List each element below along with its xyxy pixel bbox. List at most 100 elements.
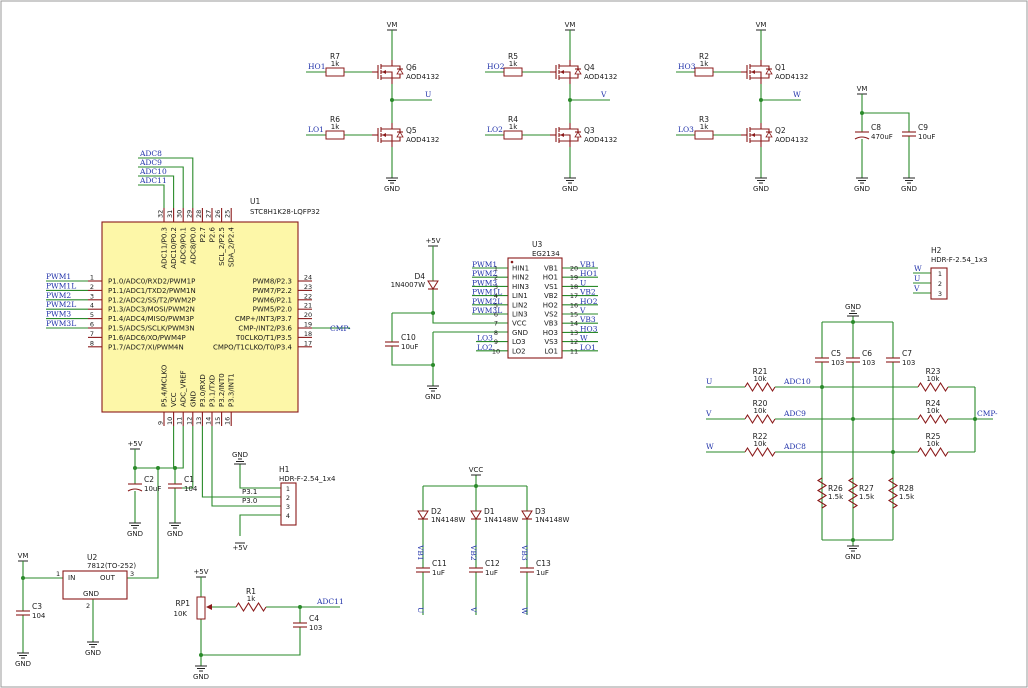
capacitor-ref: C8 (871, 123, 881, 132)
junction-dot (820, 385, 824, 389)
resistor-value: 1k (247, 595, 256, 603)
resistor-value: 10k (754, 407, 768, 415)
u3-pin-name: LIN3 (512, 311, 528, 319)
mosfet-arrow (751, 133, 755, 137)
u1-pin-number: 10 (166, 417, 174, 425)
u2-pin-number: 2 (86, 602, 90, 610)
power-label: VM (857, 85, 868, 93)
u1-pin-name: SCL_2/P2.5 (218, 227, 226, 266)
phase-net-label: U (914, 274, 920, 283)
diode-triangle (427, 280, 439, 290)
u3-pin-number: 19 (570, 274, 578, 282)
phase-net-label: V (469, 606, 478, 613)
u1-pin-number: 18 (304, 330, 312, 338)
mosfet-body-diode (765, 68, 773, 75)
u1-pin-name: P3.0/RXD (199, 374, 207, 407)
u2-value: 7812(TO-252) (87, 562, 136, 570)
adc-net-label: ADC8 (139, 149, 162, 158)
resistor-value: 1k (700, 123, 709, 131)
capacitor (902, 131, 916, 137)
u3-pin-name: HIN1 (512, 265, 529, 273)
resistor-zigzag (235, 601, 267, 613)
mosfet-arrow (751, 70, 755, 74)
u1-pin-name: PWM5/P2.0 (253, 306, 292, 314)
p30-label: P3.0 (242, 497, 257, 505)
diode-ref: D2 (431, 507, 442, 516)
u3-value: EG2134 (532, 250, 560, 258)
ground-label: GND (845, 303, 861, 311)
u1-pin-number: 23 (304, 283, 312, 291)
capacitor (846, 357, 860, 363)
capacitor-value: 104 (184, 485, 198, 493)
u1-pin-number: 12 (185, 417, 193, 425)
resistor-value: 1k (331, 123, 340, 131)
resistor-ref: R3 (699, 115, 709, 124)
capacitor-ref: C11 (432, 559, 447, 568)
gate-net-label: LO2 (487, 125, 503, 134)
resistor-ref: R6 (330, 115, 340, 124)
u1-pin-name: SDA_2/P2.4 (228, 226, 236, 267)
u1-pin-name: P1.1/ADC1/TXD2/PWM1N (108, 287, 196, 295)
driver-net-label: V (579, 306, 586, 315)
capacitor-ref: C10 (401, 333, 416, 342)
mosfet-ref: Q3 (584, 126, 595, 135)
bemf-resistor (917, 381, 949, 393)
capacitor-ref: C1 (184, 475, 194, 484)
u3-pin-name: VS2 (544, 311, 558, 319)
u2-in-label: IN (68, 574, 75, 582)
junction-dot (860, 111, 864, 115)
mosfet-body (381, 134, 393, 141)
u3-pin-name: LO1 (544, 347, 558, 355)
mosfet-source (381, 77, 393, 84)
mosfet-body (559, 71, 571, 78)
u1-pin-number: 31 (166, 210, 174, 218)
bemf-resistor (917, 446, 949, 458)
capacitor-plate-curved (127, 488, 143, 492)
adc-net-label: ADC10 (139, 167, 167, 176)
u1-pin-name: P2.7 (199, 227, 207, 242)
mosfet-body-diode (396, 131, 404, 138)
pwm-net-label: PWM1L (46, 281, 76, 290)
driver-net-label: HO3 (580, 324, 598, 333)
driver-net-label: LO1 (580, 343, 596, 352)
u1-pin-name: ADC_VREF (180, 370, 188, 407)
ground-symbol (87, 636, 99, 648)
resistor-zigzag (847, 477, 859, 509)
phase-net-label: U (416, 607, 425, 613)
diode-ref: D4 (414, 272, 425, 281)
ground-label: GND (901, 185, 917, 193)
u3-pin-number: 4 (494, 292, 498, 300)
u2-out-label: OUT (100, 574, 116, 582)
u1-pin-number: 9 (157, 421, 165, 425)
ground-label: GND (232, 451, 248, 459)
u3-pin-name: LIN1 (512, 292, 528, 300)
capacitor (854, 131, 870, 140)
u1-pin-number: 30 (176, 210, 184, 218)
resistor-zigzag (917, 381, 949, 393)
power-label: +5V (425, 237, 440, 245)
u1-pin-number: 24 (304, 274, 312, 282)
diode-triangle (521, 510, 533, 520)
resistor-ref: R24 (926, 399, 941, 408)
u1-pin-name: P3.2/INT0 (218, 373, 226, 407)
junction-dot (891, 450, 895, 454)
capacitor (16, 610, 30, 616)
u1-pin-name: P1.2/ADC2/SS/T2/PWM2P (108, 296, 196, 304)
wire (138, 166, 184, 208)
h1-pin-number: 2 (286, 494, 290, 502)
wire (211, 426, 281, 507)
ground-label: GND (562, 185, 578, 193)
resistor (325, 130, 345, 140)
u3-pin-name: HO3 (543, 329, 558, 337)
pwm-net-label: PWM2 (472, 269, 497, 278)
resistor-value: 1.5k (859, 493, 875, 501)
u2-pin-number: 1 (56, 570, 60, 578)
power-symbol (130, 448, 140, 453)
capacitor (416, 567, 430, 573)
resistor-ref: R5 (508, 52, 518, 61)
resistor-zigzag (744, 446, 776, 458)
wire (391, 346, 433, 366)
wire (239, 470, 281, 489)
u3-pin-name: VB3 (544, 320, 558, 328)
resistor-ref: R4 (508, 115, 518, 124)
